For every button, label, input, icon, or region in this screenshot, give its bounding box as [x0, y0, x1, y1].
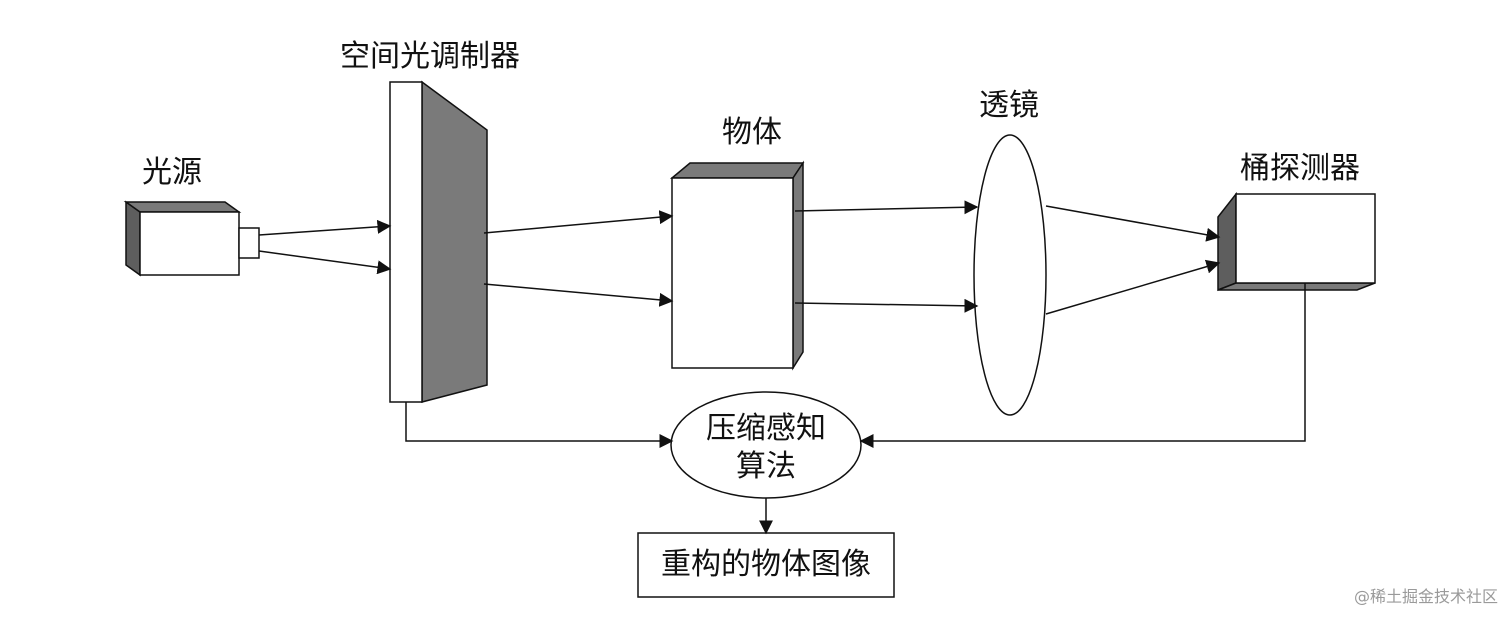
algorithm-label: 压缩感知 算法: [671, 410, 861, 486]
beam-source-to-slm-2: [258, 250, 392, 275]
light-source-box: [123, 200, 260, 277]
slm-to-algorithm-connector: [405, 402, 674, 448]
beam-lens-to-detector-1: [1045, 205, 1221, 242]
detector-to-algorithm-connector: [859, 283, 1306, 448]
spatial-light-modulator: [389, 80, 488, 403]
watermark-text: @稀土掘金技术社区: [1353, 587, 1498, 606]
reconstruction-box: [637, 532, 895, 598]
beam-slm-to-object-1: [483, 210, 674, 234]
algorithm-label-line2: 算法: [736, 449, 796, 484]
beam-object-to-lens-2: [794, 298, 979, 313]
object-label: 物体: [722, 115, 782, 150]
object-box: [669, 160, 805, 371]
light-source-label: 光源: [142, 155, 202, 190]
beam-object-to-lens-1: [794, 200, 979, 215]
reconstruction-label: 重构的物体图像: [661, 547, 871, 582]
detector-label: 桶探测器: [1240, 151, 1360, 186]
algorithm-label-line1: 压缩感知: [706, 411, 826, 446]
bucket-detector-box: [1217, 191, 1376, 292]
beam-lens-to-detector-2: [1045, 259, 1221, 315]
slm-label: 空间光调制器: [340, 39, 520, 74]
lens-ellipse: [973, 134, 1047, 416]
lens-label: 透镜: [979, 88, 1039, 123]
beam-slm-to-object-2: [483, 283, 674, 307]
beam-source-to-slm-1: [258, 219, 392, 236]
